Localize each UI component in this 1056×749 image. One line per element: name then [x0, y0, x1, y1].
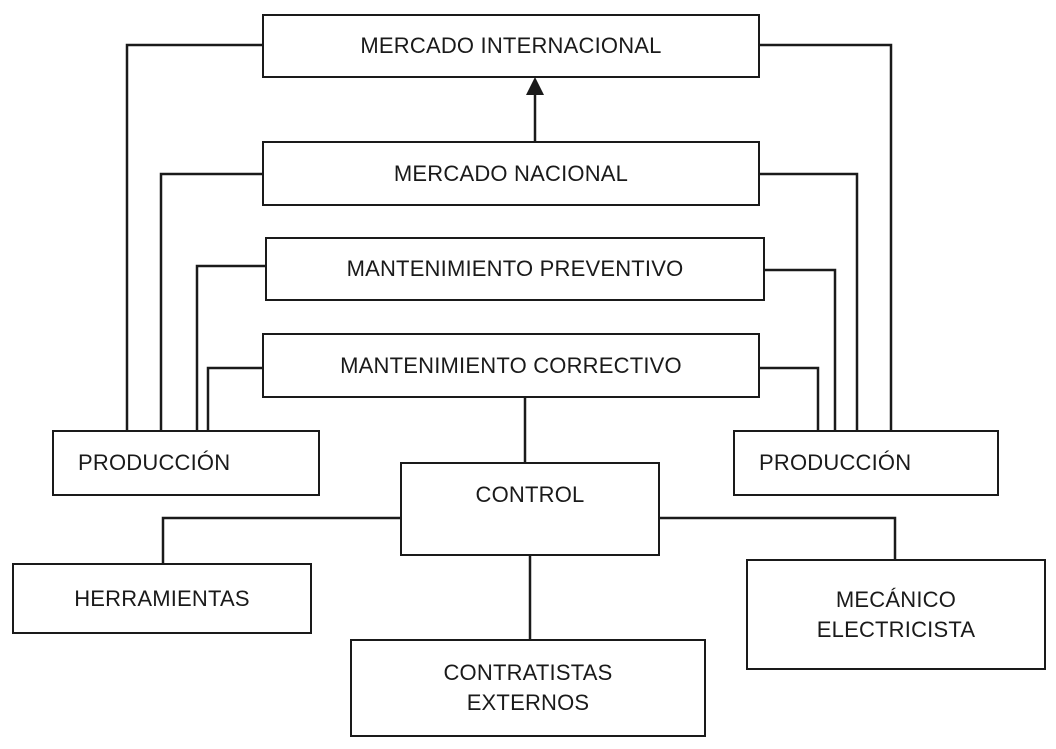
node-mantenimiento-correctivo: MANTENIMIENTO CORRECTIVO — [262, 333, 760, 398]
node-label-line-2: EXTERNOS — [466, 690, 590, 715]
wire-control-mecanico — [659, 516, 897, 560]
node-control: CONTROL — [400, 462, 660, 556]
node-label: MANTENIMIENTO CORRECTIVO — [340, 352, 682, 378]
arrow-head-icon — [526, 77, 544, 95]
wire-prod-left-preventivo — [195, 264, 266, 432]
wire-prod-left-correctivo — [206, 366, 263, 432]
node-produccion-right: PRODUCCIÓN — [733, 430, 999, 496]
node-label-line-1: MECÁNICO — [835, 586, 957, 612]
node-label: HERRAMIENTAS — [74, 585, 250, 611]
wire-prod-right-correctivo — [759, 366, 820, 432]
node-mecanico-electricista: MECÁNICO ELECTRICISTA — [746, 559, 1046, 670]
wire-prod-left-nacional — [159, 172, 263, 432]
node-label: CONTROL — [475, 482, 585, 507]
wire-prod-right-nacional — [759, 172, 859, 432]
node-mercado-internacional: MERCADO INTERNACIONAL — [262, 14, 760, 78]
node-label: PRODUCCIÓN — [759, 450, 912, 475]
node-label: MANTENIMIENTO PREVENTIVO — [346, 256, 684, 281]
node-label-line-2: ELECTRICISTA — [816, 616, 976, 642]
node-mantenimiento-preventivo: MANTENIMIENTO PREVENTIVO — [265, 237, 765, 301]
wire-prod-right-internacional — [759, 43, 893, 432]
wire-control-herramientas — [161, 516, 401, 564]
node-contratistas-externos: CONTRATISTAS EXTERNOS — [350, 639, 706, 737]
node-herramientas: HERRAMIENTAS — [12, 563, 312, 634]
wire-prod-right-preventivo — [764, 268, 837, 432]
node-label-line-1: CONTRATISTAS — [443, 660, 613, 685]
node-label: PRODUCCIÓN — [78, 450, 231, 475]
wire-prod-left-internacional — [125, 43, 263, 432]
node-mercado-nacional: MERCADO NACIONAL — [262, 141, 760, 206]
node-label: MERCADO NACIONAL — [393, 160, 629, 186]
node-produccion-left: PRODUCCIÓN — [52, 430, 320, 496]
node-label: MERCADO INTERNACIONAL — [360, 33, 662, 58]
